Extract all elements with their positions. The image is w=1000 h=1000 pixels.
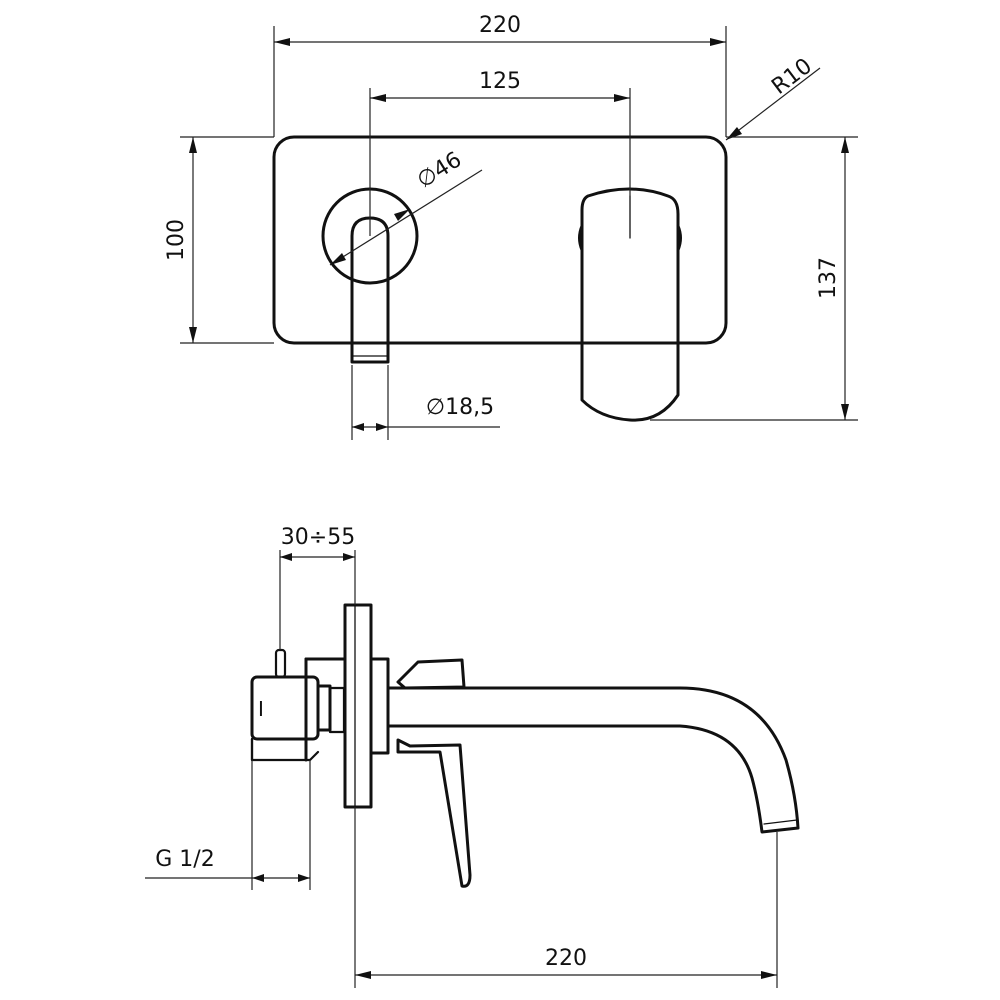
- dim-overall-height-label: 137: [816, 257, 841, 299]
- spout-side: [386, 686, 800, 834]
- dim-lever-diameter: ∅18,5: [351, 365, 500, 440]
- side-view: I 30÷55: [145, 525, 800, 988]
- dim-spindle-spacing-label: 125: [479, 69, 521, 94]
- lever-handle: [350, 216, 390, 364]
- lever-side: [396, 658, 466, 690]
- cartridge-stem: [274, 648, 287, 679]
- dim-inlet-thread-label: G 1/2: [155, 847, 214, 872]
- wall-plate: [272, 135, 728, 345]
- housing-inner: [328, 686, 346, 734]
- dim-wall-depth-label: 30÷55: [281, 525, 355, 550]
- dim-corner-radius-label: R10: [767, 54, 817, 100]
- dim-spout-length-label: 220: [545, 946, 587, 971]
- spout-front-side-left: [578, 224, 584, 252]
- dim-spout-length: 220: [354, 807, 778, 988]
- dim-overall-height: 137: [650, 136, 858, 421]
- cartridge-body-mark: I: [258, 697, 264, 721]
- spout-front: [580, 187, 680, 422]
- dim-top-width-label: 220: [479, 13, 521, 38]
- spout-front-side-right: [676, 224, 682, 252]
- front-view: 220 125 R10 ∅46: [164, 13, 858, 440]
- dim-lever-diameter-label: ∅18,5: [426, 395, 494, 420]
- cartridge-lower: [250, 737, 320, 762]
- lever-side-lower: [396, 738, 472, 888]
- dim-rosette-diameter-label: ∅46: [413, 147, 466, 193]
- dim-plate-height-label: 100: [164, 219, 189, 261]
- collar: [369, 657, 390, 755]
- dim-plate-height: 100: [164, 136, 274, 344]
- dim-wall-depth: 30÷55: [279, 525, 356, 650]
- connector: [316, 684, 332, 732]
- spout-outlet: [763, 819, 798, 825]
- wall-plate-side: [343, 603, 373, 809]
- dim-inlet-thread: G 1/2: [145, 760, 311, 890]
- dim-top-width: 220: [273, 13, 727, 137]
- dim-spindle-spacing: 125: [369, 69, 631, 236]
- dim-corner-radius: R10: [725, 54, 821, 141]
